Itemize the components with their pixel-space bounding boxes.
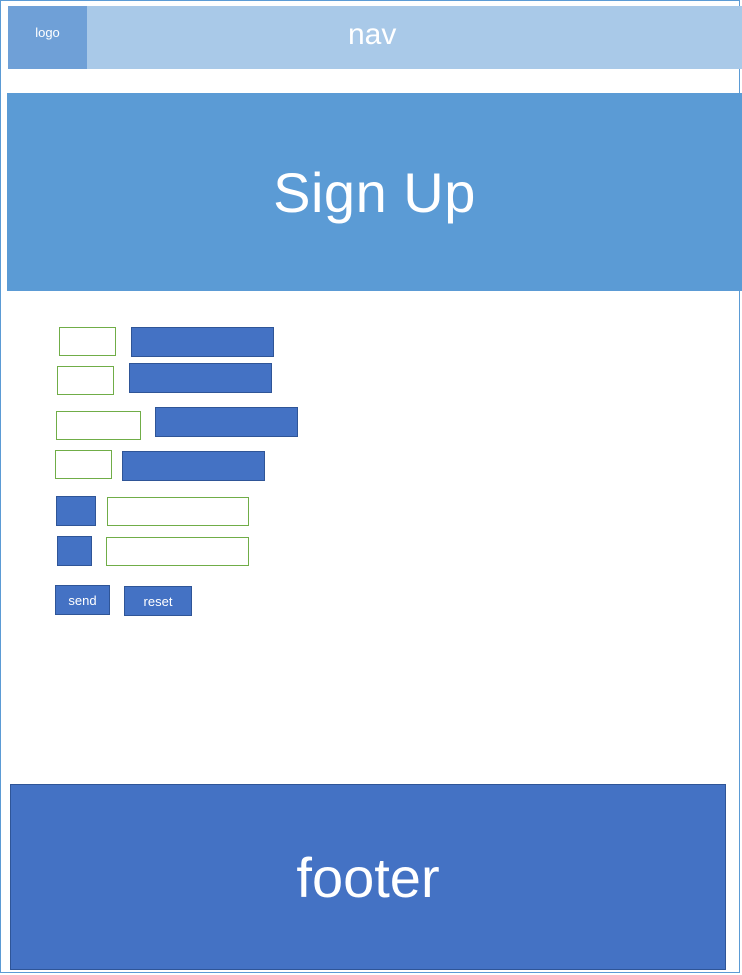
- field-label-4: [55, 450, 112, 479]
- logo-label: logo: [35, 25, 60, 40]
- input-field-4[interactable]: [122, 451, 265, 481]
- checkbox-label-2: [106, 537, 249, 566]
- field-label-2: [57, 366, 114, 395]
- input-field-2[interactable]: [129, 363, 272, 393]
- send-button[interactable]: send: [55, 585, 110, 615]
- checkbox-1[interactable]: [56, 496, 96, 526]
- nav-bar: logo nav: [8, 6, 742, 69]
- input-field-3[interactable]: [155, 407, 298, 437]
- footer-label: footer: [296, 845, 440, 909]
- input-field-1[interactable]: [131, 327, 274, 357]
- footer: footer: [10, 784, 726, 970]
- field-label-3: [56, 411, 141, 440]
- reset-button-label: reset: [143, 593, 173, 609]
- nav-label: nav: [348, 18, 397, 51]
- reset-button[interactable]: reset: [124, 586, 192, 616]
- send-button-label: send: [68, 592, 97, 608]
- page-title: Sign Up: [273, 160, 476, 224]
- logo[interactable]: logo: [8, 6, 87, 69]
- field-label-1: [59, 327, 116, 356]
- checkbox-label-1: [107, 497, 249, 526]
- checkbox-2[interactable]: [57, 536, 92, 566]
- hero-banner: Sign Up: [7, 93, 742, 291]
